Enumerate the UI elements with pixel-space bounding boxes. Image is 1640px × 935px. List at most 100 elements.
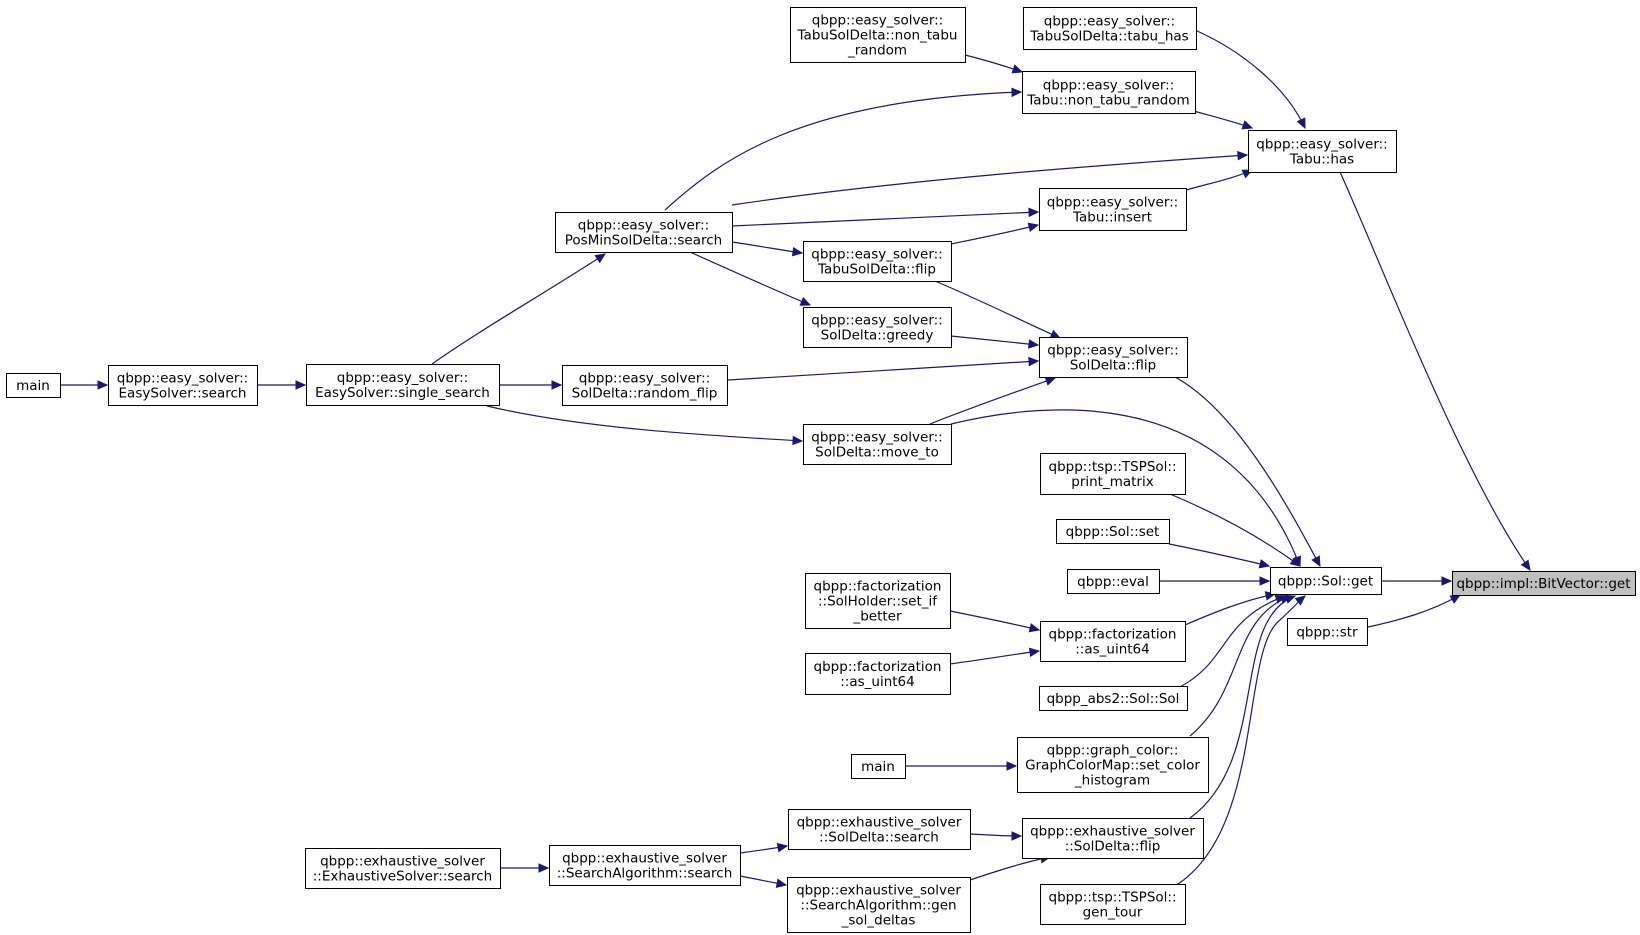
edge-arrowhead	[1028, 356, 1040, 367]
node-label-line: EasySolver::single_search	[315, 385, 490, 401]
node-exh-searchalg-search[interactable]: qbpp::exhaustive_solver::SearchAlgorithm…	[549, 845, 741, 886]
node-tabusoldelta-non-tabu-random[interactable]: qbpp::easy_solver::TabuSolDelta::non_tab…	[790, 7, 966, 63]
node-box	[1022, 818, 1204, 859]
node-soldelta-greedy[interactable]: qbpp::easy_solver::SolDelta::greedy	[803, 307, 952, 348]
edge-tabusoldelta-tabu-has-to-tabu-has	[1194, 29, 1306, 130]
node-abs2-sol[interactable]: qbpp_abs2::Sol::Sol	[1039, 686, 1188, 711]
node-main2[interactable]: main	[851, 754, 906, 779]
edge-tabusoldelta-non-tabu-random-to-tabu-non-tabu-random	[964, 54, 1024, 74]
node-label-line: ::as_uint64	[1075, 642, 1150, 658]
node-label-line: TabuSolDelta::non_tabu	[797, 28, 958, 44]
node-label-line: ::as_uint64	[840, 674, 915, 690]
node-tabusoldelta-flip[interactable]: qbpp::easy_solver::TabuSolDelta::flip	[803, 241, 952, 282]
edge-arrowhead	[1006, 761, 1018, 771]
edge-exh-soldelta-search-to-exh-soldelta-flip	[969, 831, 1023, 841]
node-label-line: qbpp::tsp::TSPSol::	[1049, 890, 1177, 906]
edge-line	[1189, 595, 1291, 737]
node-label-line: qbpp::exhaustive_solver	[1030, 824, 1195, 840]
edge-line	[950, 335, 1039, 346]
edge-arrowhead	[594, 253, 607, 264]
edge-line	[949, 610, 1040, 631]
node-label-line: _sol_deltas	[841, 913, 916, 929]
edge-line	[934, 280, 1061, 339]
node-label-line: qbpp::tsp::TSPSol::	[1049, 459, 1177, 475]
edge-arrowhead	[775, 878, 788, 888]
node-label-line: qbpp::easy_solver::	[1047, 343, 1178, 359]
edge-line	[664, 91, 1022, 211]
focus-node-box	[1452, 571, 1636, 596]
edge-arrowhead	[1289, 556, 1301, 567]
node-label-line: qbpp::Sol::set	[1066, 524, 1160, 540]
node-box	[790, 7, 966, 63]
edge-arrowhead	[1028, 647, 1041, 658]
node-box	[1287, 618, 1368, 646]
node-label-line: qbpp::easy_solver::	[1256, 137, 1387, 153]
edge-arrowhead	[295, 380, 307, 390]
node-tabu-insert[interactable]: qbpp::easy_solver::Tabu::insert	[1039, 188, 1187, 231]
node-graph-color-hist[interactable]: qbpp::graph_color::GraphColorMap::set_co…	[1017, 737, 1209, 793]
node-label-line: Tabu::insert	[1072, 210, 1152, 226]
node-box	[6, 373, 61, 398]
node-label-line: qbpp::easy_solver::	[811, 247, 942, 263]
node-label-line: qbpp::factorization	[814, 659, 942, 675]
edge-arrowhead	[1011, 87, 1023, 98]
node-label-line: gen_tour	[1083, 905, 1143, 921]
node-label-line: qbpp::graph_color::	[1047, 743, 1179, 759]
node-single-search[interactable]: qbpp::easy_solver::EasySolver::single_se…	[306, 364, 500, 406]
node-label-line: qbpp::factorization	[814, 579, 942, 595]
node-tabusoldelta-tabu-has[interactable]: qbpp::easy_solver::TabuSolDelta::tabu_ha…	[1023, 7, 1197, 50]
node-exh-soldelta-flip[interactable]: qbpp::exhaustive_solver::SolDelta::flip	[1022, 818, 1204, 859]
node-box	[1270, 567, 1382, 595]
edge-arrowhead	[1258, 559, 1271, 569]
edge-soldelta-move-to-to-soldelta-flip	[929, 376, 1057, 425]
node-label-line: ::SolHolder::set_if	[818, 594, 938, 610]
node-tabu-non-tabu-random[interactable]: qbpp::easy_solver::Tabu::non_tabu_random	[1022, 71, 1196, 114]
node-label-line: TabuSolDelta::flip	[817, 262, 936, 278]
node-label-line: qbpp::exhaustive_solver	[797, 815, 962, 831]
edge-arrowhead	[1241, 120, 1254, 130]
node-sol-set[interactable]: qbpp::Sol::set	[1056, 519, 1170, 544]
node-tsp-gen-tour[interactable]: qbpp::tsp::TSPSol::gen_tour	[1040, 884, 1186, 925]
edge-line	[731, 154, 1248, 206]
node-box	[805, 653, 951, 695]
edge-tabusoldelta-flip-to-tabu-insert	[950, 222, 1040, 245]
node-label-line: qbpp_abs2::Sol::Sol	[1047, 691, 1180, 707]
node-label-line: SolDelta::move_to	[815, 445, 939, 461]
node-box	[305, 848, 501, 889]
node-str[interactable]: qbpp::str	[1287, 618, 1368, 646]
node-label-line: qbpp::easy_solver::	[811, 313, 942, 329]
node-exh-soldelta-search[interactable]: qbpp::exhaustive_solver::SolDelta::searc…	[788, 809, 971, 850]
node-exh-gen-sol-deltas[interactable]: qbpp::exhaustive_solver::SearchAlgorithm…	[787, 877, 971, 933]
node-box	[1040, 621, 1186, 662]
edge-arrowhead	[1028, 339, 1040, 349]
node-soldelta-flip[interactable]: qbpp::easy_solver::SolDelta::flip	[1039, 337, 1188, 378]
node-fact-as-uint64-b[interactable]: qbpp::factorization::as_uint64	[805, 653, 951, 695]
edge-abs2-sol-to-sol-get	[1179, 594, 1287, 688]
node-label-line: PosMinSolDelta::search	[565, 233, 722, 249]
node-label-line: _histogram	[1074, 773, 1150, 789]
node-bitvector-get[interactable]: qbpp::impl::BitVector::get	[1452, 571, 1636, 596]
edge-line	[731, 241, 803, 254]
node-posmin-search[interactable]: qbpp::easy_solver::PosMinSolDelta::searc…	[555, 212, 733, 253]
node-eval[interactable]: qbpp::eval	[1067, 569, 1160, 594]
node-soldelta-random-flip[interactable]: qbpp::easy_solver::SolDelta::random_flip	[562, 365, 728, 406]
node-box	[851, 754, 906, 779]
edge-arrowhead	[1520, 559, 1531, 572]
edge-line	[949, 650, 1040, 665]
node-box	[803, 307, 952, 348]
node-label-line: main	[861, 759, 895, 775]
node-box	[787, 877, 971, 933]
node-soldelta-move-to[interactable]: qbpp::easy_solver::SolDelta::move_to	[803, 424, 952, 465]
node-fact-as-uint64-a[interactable]: qbpp::factorization::as_uint64	[1040, 621, 1186, 662]
node-tabu-has[interactable]: qbpp::easy_solver::Tabu::has	[1248, 130, 1397, 173]
node-label-line: ::SolDelta::flip	[1065, 839, 1161, 855]
node-exh-exhaustivesolver-search[interactable]: qbpp::exhaustive_solver::ExhaustiveSolve…	[305, 848, 501, 889]
node-label-line: qbpp::easy_solver::	[337, 370, 468, 386]
node-label-line: qbpp::eval	[1077, 574, 1149, 590]
node-label-line: Tabu::non_tabu_random	[1026, 93, 1189, 109]
node-main1[interactable]: main	[6, 373, 61, 398]
node-tsp-print-matrix[interactable]: qbpp::tsp::TSPSol::print_matrix	[1040, 453, 1186, 495]
node-easysolver-search[interactable]: qbpp::easy_solver::EasySolver::search	[108, 365, 258, 406]
node-sol-get[interactable]: qbpp::Sol::get	[1270, 567, 1382, 595]
node-solholder-set-if-better[interactable]: qbpp::factorization::SolHolder::set_if_b…	[805, 573, 951, 629]
